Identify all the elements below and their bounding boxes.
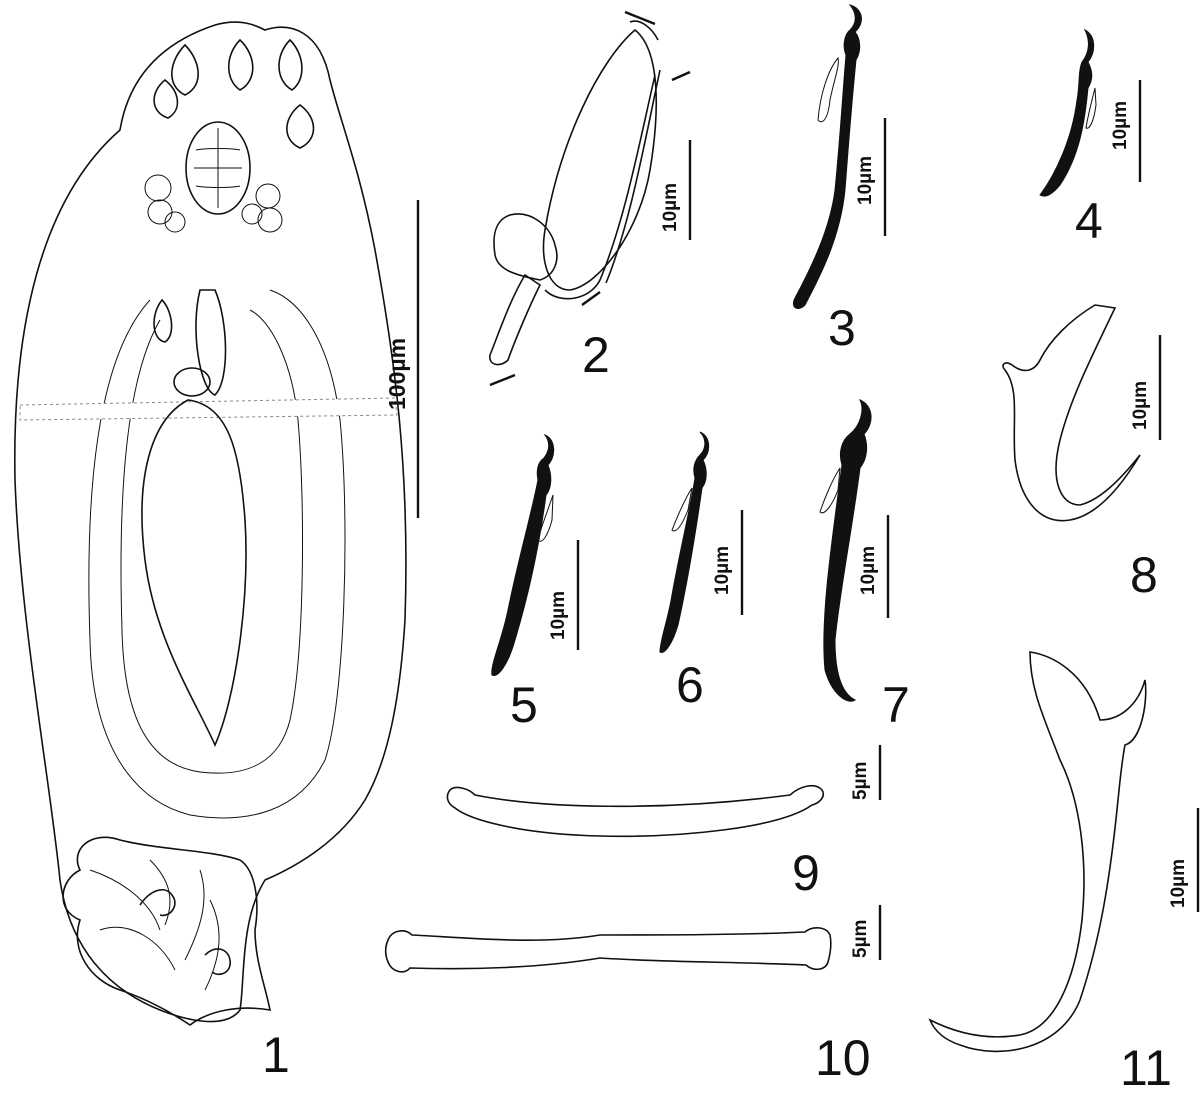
scale-bar-5: 10µm bbox=[548, 540, 580, 650]
svg-text:10µm: 10µm bbox=[660, 183, 681, 232]
copulatory-organ-drawing bbox=[489, 10, 691, 387]
hook-3-drawing bbox=[792, 4, 862, 309]
bar-10-drawing bbox=[384, 927, 832, 973]
figure-number-2: 2 bbox=[582, 327, 610, 383]
figure-number-5: 5 bbox=[510, 677, 538, 733]
svg-text:10µm: 10µm bbox=[1110, 101, 1131, 150]
figure-number-11: 11 bbox=[1120, 1040, 1172, 1096]
hook-7-drawing bbox=[819, 399, 872, 702]
scale-bar-11: 10µm bbox=[1168, 808, 1200, 912]
anchor-11-drawing bbox=[928, 651, 1147, 1053]
svg-text:5µm: 5µm bbox=[850, 920, 871, 958]
worm-body-drawing bbox=[13, 21, 407, 1026]
svg-text:10µm: 10µm bbox=[712, 546, 733, 595]
scale-bar-9: 5µm bbox=[850, 745, 882, 800]
scale-bar-8: 10µm bbox=[1130, 335, 1162, 440]
figure-number-3: 3 bbox=[828, 300, 856, 356]
scale-bar-2: 10µm bbox=[660, 140, 692, 240]
scale-bar-10: 5µm bbox=[850, 905, 882, 960]
svg-text:5µm: 5µm bbox=[850, 762, 871, 800]
hook-6-drawing bbox=[659, 431, 710, 653]
hook-5-drawing bbox=[491, 433, 555, 676]
svg-text:10µm: 10µm bbox=[1168, 859, 1189, 908]
figure-number-8: 8 bbox=[1130, 547, 1158, 603]
scale-bar-3: 10µm bbox=[855, 118, 887, 236]
figure-number-6: 6 bbox=[676, 657, 704, 713]
figure-number-9: 9 bbox=[792, 845, 820, 901]
scale-bar-1: 100µm bbox=[384, 200, 420, 518]
bar-9-drawing bbox=[446, 784, 825, 838]
svg-text:10µm: 10µm bbox=[1130, 381, 1151, 430]
figure-number-4: 4 bbox=[1075, 193, 1103, 249]
svg-text:10µm: 10µm bbox=[855, 156, 876, 205]
scale-bar-7: 10µm bbox=[858, 515, 890, 618]
svg-text:10µm: 10µm bbox=[548, 591, 569, 640]
figure-number-10: 10 bbox=[815, 1030, 871, 1086]
anchor-8-drawing bbox=[1002, 304, 1141, 522]
hook-4-drawing bbox=[1039, 28, 1097, 197]
svg-text:100µm: 100µm bbox=[384, 338, 410, 410]
scale-bar-6: 10µm bbox=[712, 510, 744, 615]
figure-number-7: 7 bbox=[882, 677, 910, 733]
scale-bar-4: 10µm bbox=[1110, 80, 1142, 182]
figure-number-1: 1 bbox=[262, 1027, 290, 1083]
svg-text:10µm: 10µm bbox=[858, 546, 879, 595]
